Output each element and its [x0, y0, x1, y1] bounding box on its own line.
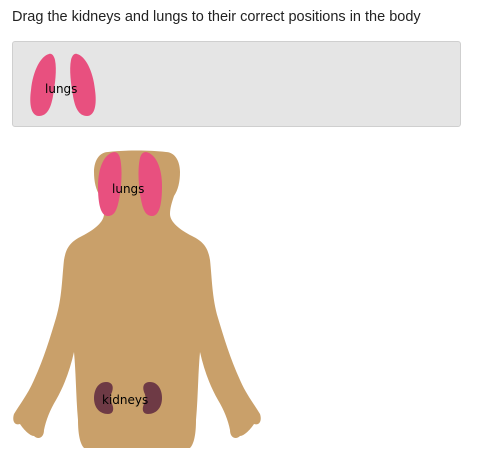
kidneys-icon — [94, 382, 162, 414]
tray-lungs-label: lungs — [45, 82, 78, 96]
placed-lungs-draggable[interactable]: lungs — [92, 150, 168, 218]
placed-kidneys-draggable[interactable]: kidneys — [92, 380, 164, 416]
placed-kidneys-label: kidneys — [102, 393, 149, 407]
tray-lungs-draggable[interactable]: lungs — [27, 50, 99, 118]
body-silhouette — [10, 148, 270, 450]
organ-tray: lungs — [12, 41, 461, 127]
lungs-icon — [98, 152, 162, 216]
human-body-icon — [13, 150, 261, 448]
lungs-icon — [30, 53, 96, 116]
instruction-text: Drag the kidneys and lungs to their corr… — [12, 9, 421, 25]
placed-lungs-label: lungs — [112, 182, 145, 196]
